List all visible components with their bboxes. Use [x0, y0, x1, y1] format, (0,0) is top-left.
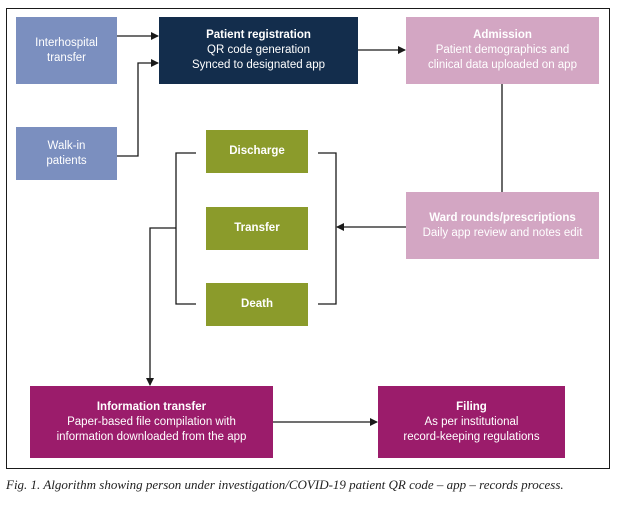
edge-outcomes-to-info-transfer — [146, 227, 176, 386]
node-text: Daily app review and notes edit — [422, 226, 583, 239]
node-text: record-keeping regulations — [403, 430, 540, 443]
node-title: Patient registration — [206, 29, 311, 41]
node-title: Death — [241, 298, 273, 310]
node-discharge: Discharge — [206, 130, 308, 173]
node-ward-rounds: Ward rounds/prescriptions Daily app revi… — [406, 192, 599, 259]
node-text: clinical data uploaded on app — [428, 59, 577, 71]
node-interhospital-transfer: Interhospital transfer — [16, 17, 117, 84]
node-admission: Admission Patient demographics and clini… — [406, 17, 599, 84]
node-text: Interhospital — [35, 36, 98, 49]
node-text: patients — [46, 154, 87, 167]
node-text: Patient demographics and — [435, 44, 570, 56]
node-title: Transfer — [234, 222, 280, 234]
outcome-bracket-right — [318, 152, 337, 305]
node-walk-in-patients: Walk-in patients — [16, 127, 117, 180]
node-text: information downloaded from the app — [56, 430, 247, 443]
node-text: Walk-in — [47, 139, 86, 152]
node-information-transfer: Information transfer Paper-based file co… — [30, 386, 273, 458]
node-title: Information transfer — [96, 400, 207, 413]
node-text: As per institutional — [424, 415, 519, 428]
node-text: QR code generation — [207, 44, 310, 56]
node-title: Ward rounds/prescriptions — [429, 211, 576, 224]
outcome-bracket-left — [175, 152, 196, 305]
node-text: Synced to designated app — [192, 59, 325, 71]
figure-frame — [6, 8, 610, 469]
node-patient-registration: Patient registration QR code generation … — [159, 17, 358, 84]
node-title: Filing — [456, 400, 487, 413]
node-transfer: Transfer — [206, 207, 308, 250]
node-filing: Filing As per institutional record-keepi… — [378, 386, 565, 458]
node-text: Paper-based file compilation with — [67, 415, 236, 428]
edge-walkin-to-registration — [117, 59, 159, 157]
figure-caption: Fig. 1. Algorithm showing person under i… — [6, 477, 564, 492]
node-death: Death — [206, 283, 308, 326]
node-title: Admission — [473, 29, 532, 41]
node-text: transfer — [47, 51, 86, 64]
node-title: Discharge — [229, 145, 285, 157]
